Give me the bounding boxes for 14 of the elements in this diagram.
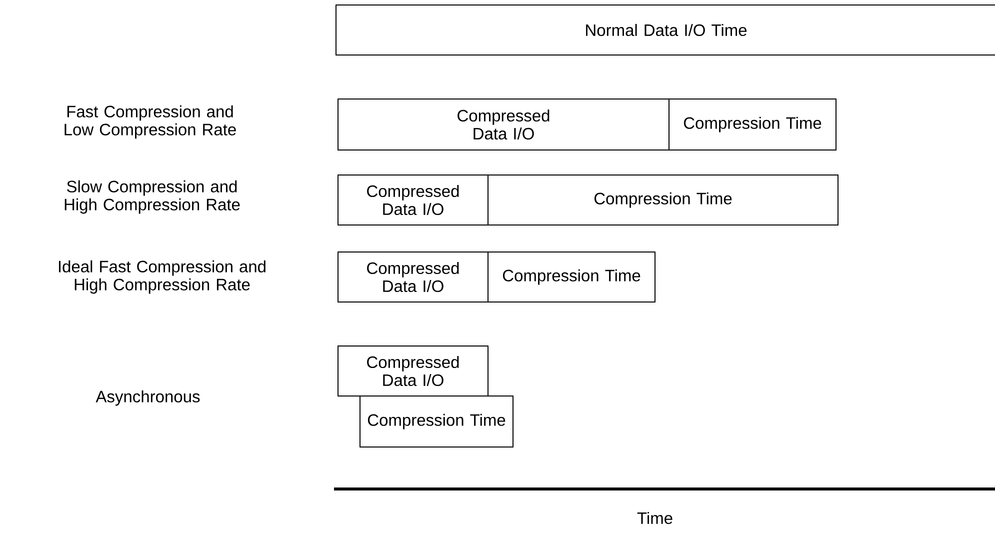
time-box: Compressed Data I/O bbox=[338, 252, 488, 302]
time-box: Compressed Data I/O bbox=[338, 346, 488, 396]
row-label: Ideal Fast Compression and High Compression Rate bbox=[58, 260, 266, 294]
time-box: Compression Time bbox=[360, 396, 514, 448]
time-box: Compressed Data I/O bbox=[338, 98, 670, 150]
time-box: Normal Data I/O Time bbox=[336, 4, 995, 56]
row-label: Slow Compression and High Compression Rate bbox=[64, 180, 240, 214]
axis-label: Time bbox=[637, 512, 672, 524]
row-label: Fast Compression and Low Compression Rate bbox=[64, 105, 236, 139]
time-box: Compression Time bbox=[668, 98, 836, 150]
row-label: Asynchronous bbox=[96, 390, 200, 406]
time-box: Compressed Data I/O bbox=[338, 174, 488, 226]
time-box: Compression Time bbox=[488, 174, 838, 226]
time-box: Compression Time bbox=[488, 252, 656, 302]
